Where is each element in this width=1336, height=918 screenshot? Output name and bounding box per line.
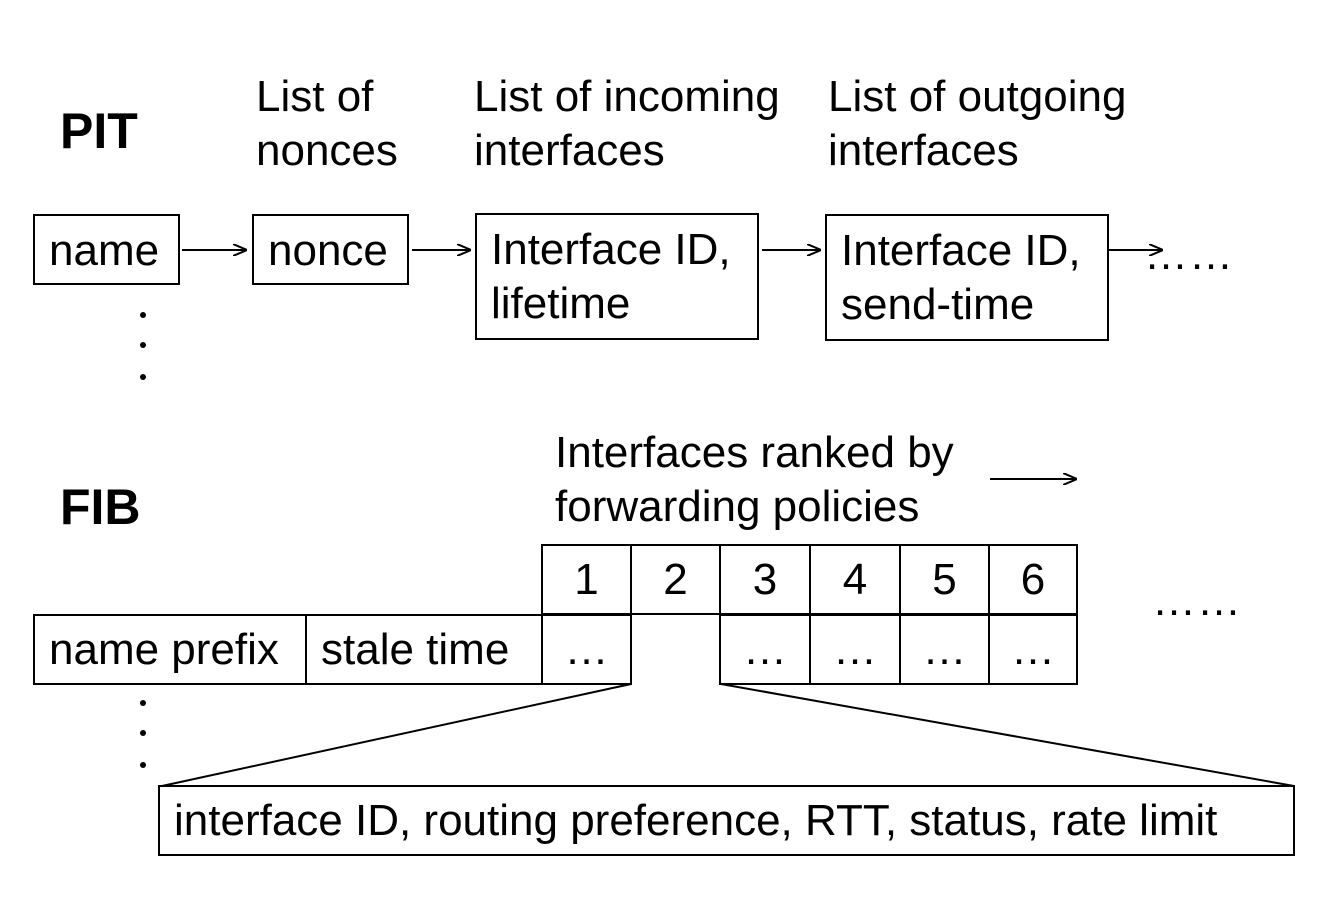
fib-vertical-ellipsis	[140, 700, 148, 772]
rank-cell-1: 1	[541, 544, 632, 615]
fib-entry-cell-4: …	[809, 614, 901, 685]
pit-nonce-box: nonce	[252, 214, 409, 285]
rank-cell-5: 5	[899, 544, 990, 615]
fib-entry-cell-5: …	[899, 614, 990, 685]
fib-entry-cell-1: …	[541, 614, 632, 685]
zoom-line-left	[161, 683, 632, 787]
label-list-of-incoming-interfaces: List of incoming interfaces	[474, 72, 780, 175]
pit-heading: PIT	[60, 103, 138, 159]
rank-cell-6: 6	[988, 544, 1078, 615]
pit-outgoing-interface-box: Interface ID, send-time	[825, 214, 1109, 341]
fib-heading: FIB	[60, 479, 141, 535]
fib-stale-time-cell: stale time	[305, 614, 543, 685]
fib-entry-cell-3: …	[719, 614, 811, 685]
fib-name-prefix-cell: name prefix	[33, 614, 307, 685]
rank-cell-2: 2	[630, 544, 721, 615]
rank-cell-3: 3	[719, 544, 811, 615]
label-list-of-outgoing-interfaces: List of outgoing interfaces	[828, 72, 1127, 175]
pit-name-box: name	[33, 214, 180, 285]
pit-continuation-dots: ……	[1144, 230, 1234, 279]
fib-entry-cell-6: …	[988, 614, 1078, 685]
zoom-line-right	[720, 683, 1295, 787]
rank-cell-4: 4	[809, 544, 901, 615]
fib-continuation-dots: ……	[1152, 576, 1242, 625]
pit-incoming-interface-box: Interface ID, lifetime	[475, 213, 759, 340]
fib-interface-detail-box: interface ID, routing preference, RTT, s…	[158, 785, 1295, 856]
label-interfaces-ranked: Interfaces ranked by forwarding policies	[555, 428, 954, 531]
pit-vertical-ellipsis	[140, 312, 148, 384]
label-list-of-nonces: List of nonces	[256, 72, 398, 175]
